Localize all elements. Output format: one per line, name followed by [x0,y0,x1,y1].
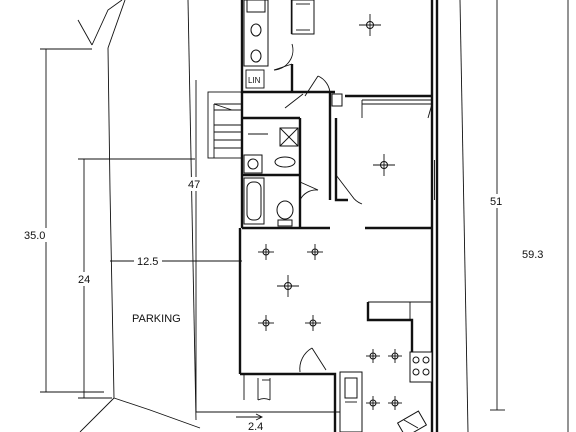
light-living-center [277,275,299,297]
doors [213,43,363,401]
labels: 35.0 24 12.5 47 51 59.3 2.4 PARKING LIN [22,76,554,432]
dim-12-5-label: 12.5 [137,256,158,268]
light-kitchen-1 [366,349,380,363]
light-bedroom-1 [359,14,381,36]
entry-stairs [207,91,243,159]
hall-bath [243,154,296,227]
master-bath [243,0,315,67]
exterior-walls [238,0,439,432]
property-lines [77,0,469,432]
linen-closet-label: LIN [248,76,261,85]
parking-label: PARKING [132,313,181,325]
dim-2-4-label: 2.4 [248,421,263,432]
dim-47-label: 47 [188,179,200,191]
light-kitchen-4 [388,396,402,410]
kitchen [339,301,433,432]
dimension-lines [40,0,569,432]
ceiling-lights [258,14,402,410]
light-living-4 [305,315,321,331]
light-living-1 [258,244,274,260]
light-kitchen-2 [388,349,402,363]
interior-walls [242,0,433,230]
dim-35-label: 35.0 [24,230,45,242]
dim-24-label: 24 [78,274,90,286]
dim-59-3-label: 59.3 [522,249,543,261]
dim-51-label: 51 [490,196,502,208]
light-living-3 [258,315,274,331]
light-kitchen-3 [366,396,380,410]
utility-closet [248,127,299,147]
light-bedroom-2 [373,154,395,176]
light-living-2 [307,244,323,260]
